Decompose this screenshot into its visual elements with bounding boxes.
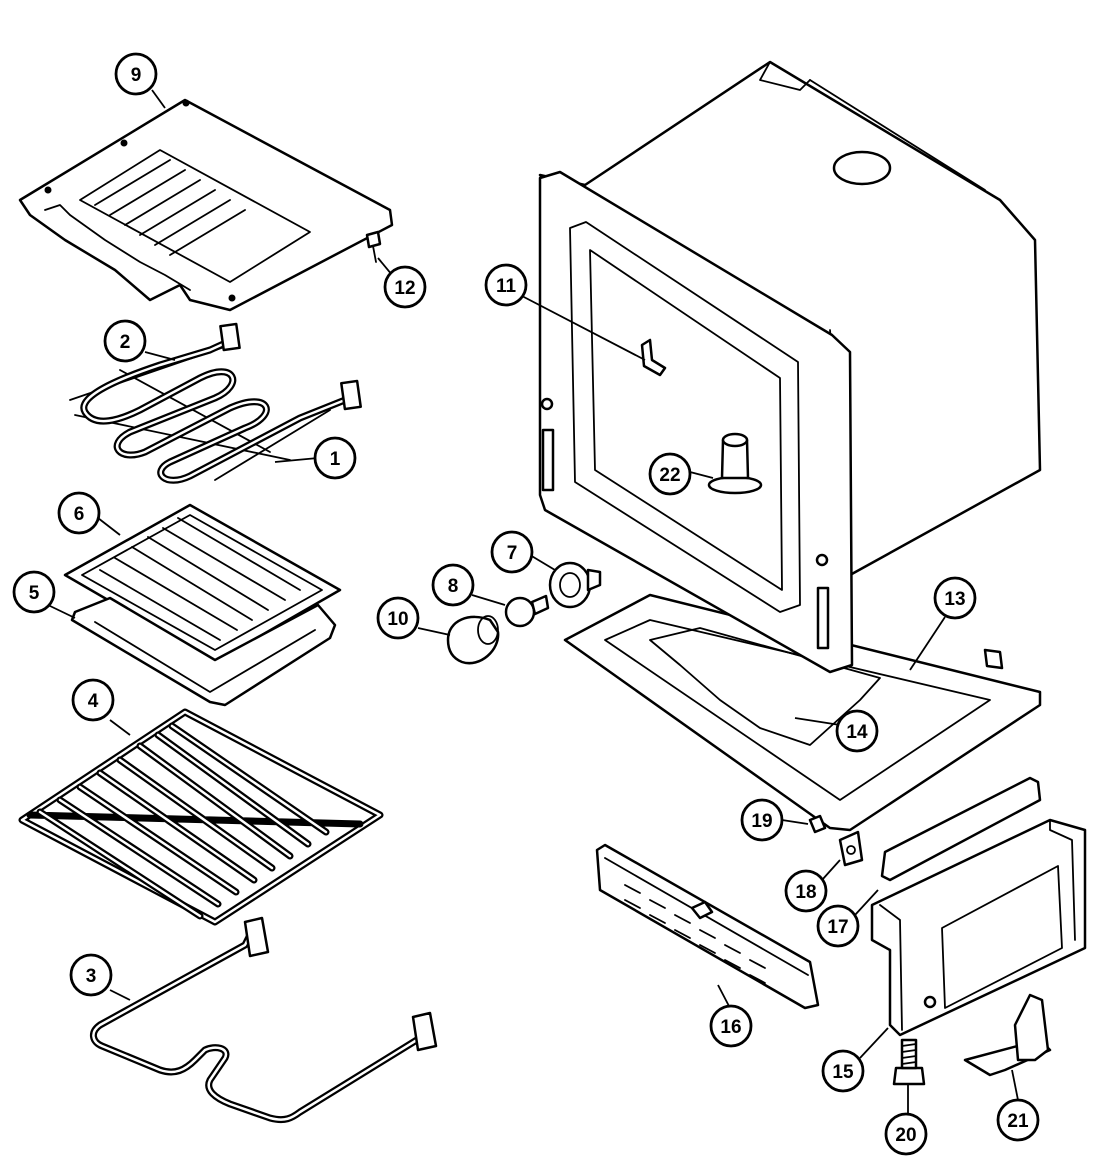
callout-label-4: 4	[88, 691, 99, 712]
light-lens	[446, 615, 500, 665]
callout-label-3: 3	[86, 966, 97, 987]
callout-8: 8	[431, 563, 475, 607]
rack-support	[707, 432, 763, 495]
cavity-bottom-panel	[563, 593, 1042, 832]
callout-21: 21	[996, 1098, 1040, 1142]
callout-label-10: 10	[387, 609, 408, 630]
callout-label-14: 14	[846, 722, 868, 743]
callout-label-19: 19	[751, 811, 772, 832]
mounting-clip	[838, 830, 864, 867]
callout-4: 4	[71, 678, 115, 722]
screw-12	[365, 230, 382, 263]
callout-20: 20	[884, 1112, 928, 1156]
callout-2: 2	[103, 319, 147, 363]
callout-label-12: 12	[394, 278, 415, 299]
callout-1: 1	[313, 436, 357, 480]
callout-14: 14	[835, 709, 879, 753]
anti-tip-bracket	[963, 993, 1052, 1077]
drawer-body	[870, 818, 1087, 1037]
callout-label-13: 13	[944, 589, 965, 610]
callout-label-5: 5	[29, 583, 40, 604]
insulation-pad	[649, 627, 881, 746]
leader-lines	[47, 89, 1019, 1113]
callout-label-7: 7	[507, 543, 518, 564]
screw-19	[808, 814, 827, 834]
callout-label-16: 16	[720, 1017, 741, 1038]
oven-rack	[18, 708, 384, 926]
vent-panel	[595, 843, 820, 1010]
callout-15: 15	[821, 1049, 865, 1093]
oven-cavity	[538, 60, 1042, 674]
callout-label-17: 17	[827, 917, 848, 938]
broiler-pan	[70, 596, 337, 707]
callout-16: 16	[709, 1004, 753, 1048]
callout-label-9: 9	[131, 65, 142, 86]
support-rail	[880, 776, 1042, 882]
light-bulb	[504, 594, 550, 628]
callout-label-15: 15	[832, 1062, 854, 1083]
callout-label-1: 1	[330, 449, 341, 470]
callout-17: 17	[816, 904, 860, 948]
callout-13: 13	[933, 576, 977, 620]
callout-6: 6	[57, 491, 101, 535]
callout-label-8: 8	[448, 576, 459, 597]
broil-element	[69, 322, 362, 484]
callout-11: 11	[484, 263, 528, 307]
callout-label-6: 6	[74, 504, 85, 525]
rack-clip	[640, 338, 667, 377]
callout-10: 10	[376, 596, 420, 640]
callout-5: 5	[12, 570, 56, 614]
callout-label-18: 18	[795, 882, 816, 903]
callout-label-2: 2	[120, 332, 131, 353]
callout-18: 18	[784, 869, 828, 913]
callout-label-21: 21	[1007, 1111, 1029, 1132]
light-socket	[548, 561, 602, 609]
callout-12: 12	[383, 265, 427, 309]
bake-element	[90, 916, 438, 1124]
callout-7: 7	[490, 530, 534, 574]
leveling-leg	[892, 1038, 926, 1086]
callout-label-11: 11	[496, 276, 517, 297]
callout-label-22: 22	[659, 465, 680, 486]
callout-19: 19	[740, 798, 784, 842]
callout-22: 22	[648, 452, 692, 496]
callout-label-20: 20	[895, 1125, 916, 1146]
callout-9: 9	[114, 52, 158, 96]
heat-shield-plate	[18, 98, 394, 312]
callout-3: 3	[69, 953, 113, 997]
